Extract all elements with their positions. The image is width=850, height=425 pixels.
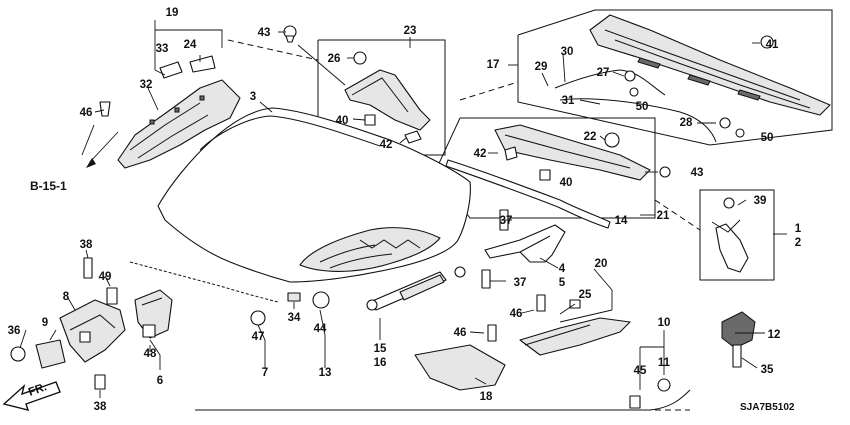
assembly-box-17 xyxy=(517,9,833,146)
callout-3: 3 xyxy=(250,91,256,103)
callout-16: 16 xyxy=(374,357,387,369)
assembly-box-1 xyxy=(699,189,775,281)
callout-39: 39 xyxy=(754,195,767,207)
hood-hinge-bracket-group xyxy=(344,51,431,144)
callout-50b: 50 xyxy=(761,132,774,144)
latch-striker xyxy=(721,311,756,349)
callout-5: 5 xyxy=(559,277,566,289)
callout-45: 45 xyxy=(634,365,647,377)
callout-38a: 38 xyxy=(80,239,93,251)
callout-6: 6 xyxy=(157,375,163,387)
leader-lines xyxy=(19,20,787,398)
callout-2: 2 xyxy=(795,237,801,249)
under-cover-panel xyxy=(414,344,506,391)
callout-29: 29 xyxy=(535,61,548,73)
callout-43b: 43 xyxy=(691,167,704,179)
callout-labels: 19 33 24 32 46 3 43 23 26 40 42 17 30 29… xyxy=(8,7,802,413)
callout-44: 44 xyxy=(314,323,327,335)
callout-33: 33 xyxy=(156,43,169,55)
hood-support-bracket xyxy=(484,224,566,263)
diagram-code: SJA7B5102 xyxy=(740,402,795,413)
windshield-cowl xyxy=(554,14,831,143)
hood-switch xyxy=(715,197,749,273)
callout-40a: 40 xyxy=(336,115,349,127)
hood-gas-strut xyxy=(366,266,466,311)
callout-28: 28 xyxy=(680,117,693,129)
reference-label: B-15-1 xyxy=(30,179,67,193)
callout-20: 20 xyxy=(595,258,608,270)
callout-19: 19 xyxy=(166,7,179,19)
callout-14: 14 xyxy=(615,215,628,227)
callout-26: 26 xyxy=(328,53,341,65)
front-direction-arrow xyxy=(2,381,61,411)
callout-15: 15 xyxy=(374,343,387,355)
callout-7: 7 xyxy=(262,367,268,379)
callout-22: 22 xyxy=(584,131,597,143)
latch-bracket xyxy=(35,339,66,369)
callout-4: 4 xyxy=(559,263,566,275)
callout-34: 34 xyxy=(288,312,301,324)
callout-30: 30 xyxy=(561,46,574,58)
callout-43a: 43 xyxy=(258,27,271,39)
callout-13: 13 xyxy=(319,367,332,379)
callout-12: 12 xyxy=(768,329,781,341)
callout-49: 49 xyxy=(99,271,112,283)
side-cover-panel xyxy=(519,317,631,356)
hood-panel xyxy=(157,107,471,283)
callout-36: 36 xyxy=(8,325,21,337)
callout-47: 47 xyxy=(252,331,265,343)
callout-42a: 42 xyxy=(380,139,393,151)
callout-21: 21 xyxy=(657,210,670,222)
ref-arrow xyxy=(86,131,119,168)
cowl-lower-group xyxy=(445,124,651,229)
callout-48: 48 xyxy=(144,348,157,360)
callout-31: 31 xyxy=(562,95,575,107)
callout-46b: 46 xyxy=(510,308,523,320)
callout-32: 32 xyxy=(140,79,153,91)
callout-38b: 38 xyxy=(94,401,107,413)
callout-37a: 37 xyxy=(500,215,513,227)
callout-40b: 40 xyxy=(560,177,573,189)
callout-41: 41 xyxy=(766,39,779,51)
callout-17: 17 xyxy=(487,59,500,71)
callout-1: 1 xyxy=(795,223,802,235)
callout-24: 24 xyxy=(184,39,197,51)
callout-46c: 46 xyxy=(454,327,467,339)
callout-8: 8 xyxy=(63,291,70,303)
callout-27: 27 xyxy=(597,67,610,79)
callout-18: 18 xyxy=(480,391,493,403)
callout-10: 10 xyxy=(658,317,671,329)
direction-label: FR. xyxy=(27,381,49,399)
callout-46a: 46 xyxy=(80,107,93,119)
cowl-top-left xyxy=(117,55,241,169)
callout-37b: 37 xyxy=(514,277,527,289)
callout-35: 35 xyxy=(761,364,774,376)
callout-42b: 42 xyxy=(474,148,487,160)
hood-release-cable xyxy=(195,378,691,411)
callout-50a: 50 xyxy=(636,101,649,113)
callout-11: 11 xyxy=(658,357,671,369)
callout-25: 25 xyxy=(579,289,592,301)
callout-23: 23 xyxy=(404,25,417,37)
hood-latch-assembly xyxy=(59,299,126,363)
callout-9: 9 xyxy=(42,317,48,329)
